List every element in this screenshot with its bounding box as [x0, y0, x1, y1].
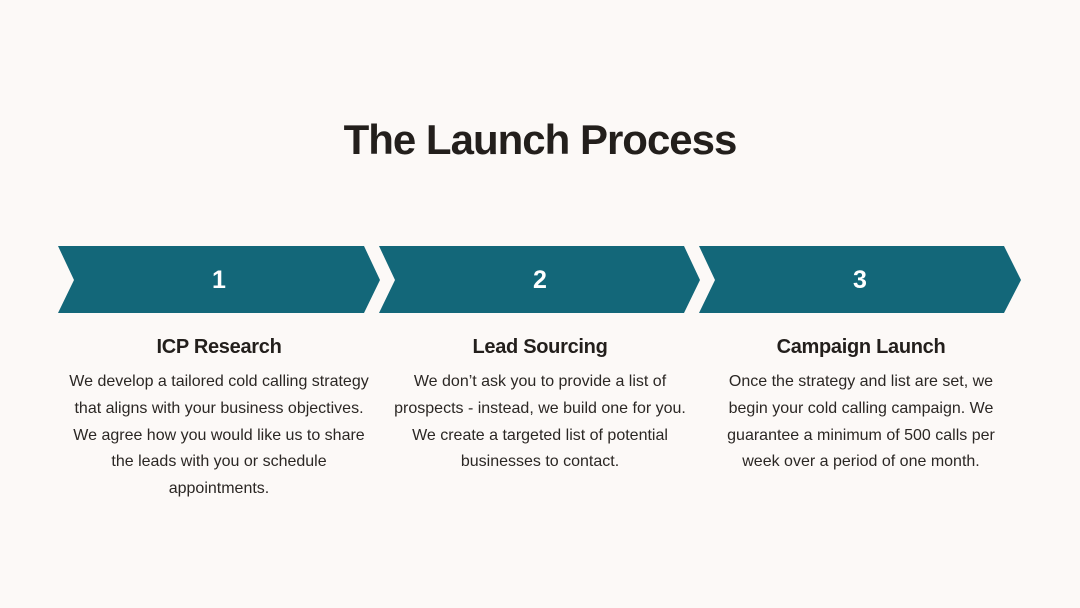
- step-number: 1: [212, 266, 226, 294]
- chevron-step-3: 3: [699, 246, 1021, 313]
- step-number: 2: [533, 266, 547, 294]
- step-title: Campaign Launch: [776, 336, 946, 358]
- chevron-shape: [699, 246, 1021, 313]
- page-title: The Launch Process: [343, 116, 738, 163]
- chevron-step-1: 1: [58, 246, 380, 313]
- step-3: Campaign Launch Once the strategy and li…: [711, 336, 1011, 476]
- step-description: Once the strategy and list are set, we b…: [727, 373, 995, 471]
- chevron-shape: [379, 246, 700, 313]
- step-2: Lead Sourcing We don’t ask you to provid…: [390, 336, 690, 476]
- step-description: We don’t ask you to provide a list of pr…: [394, 373, 686, 471]
- chevron-shape: [58, 246, 380, 313]
- step-title: Lead Sourcing: [472, 336, 608, 358]
- step-description: We develop a tailored cold calling strat…: [69, 373, 369, 498]
- step-title: ICP Research: [156, 336, 282, 358]
- chevron-step-2: 2: [379, 246, 700, 313]
- step-number: 3: [853, 266, 867, 294]
- step-1: ICP Research We develop a tailored cold …: [69, 336, 369, 503]
